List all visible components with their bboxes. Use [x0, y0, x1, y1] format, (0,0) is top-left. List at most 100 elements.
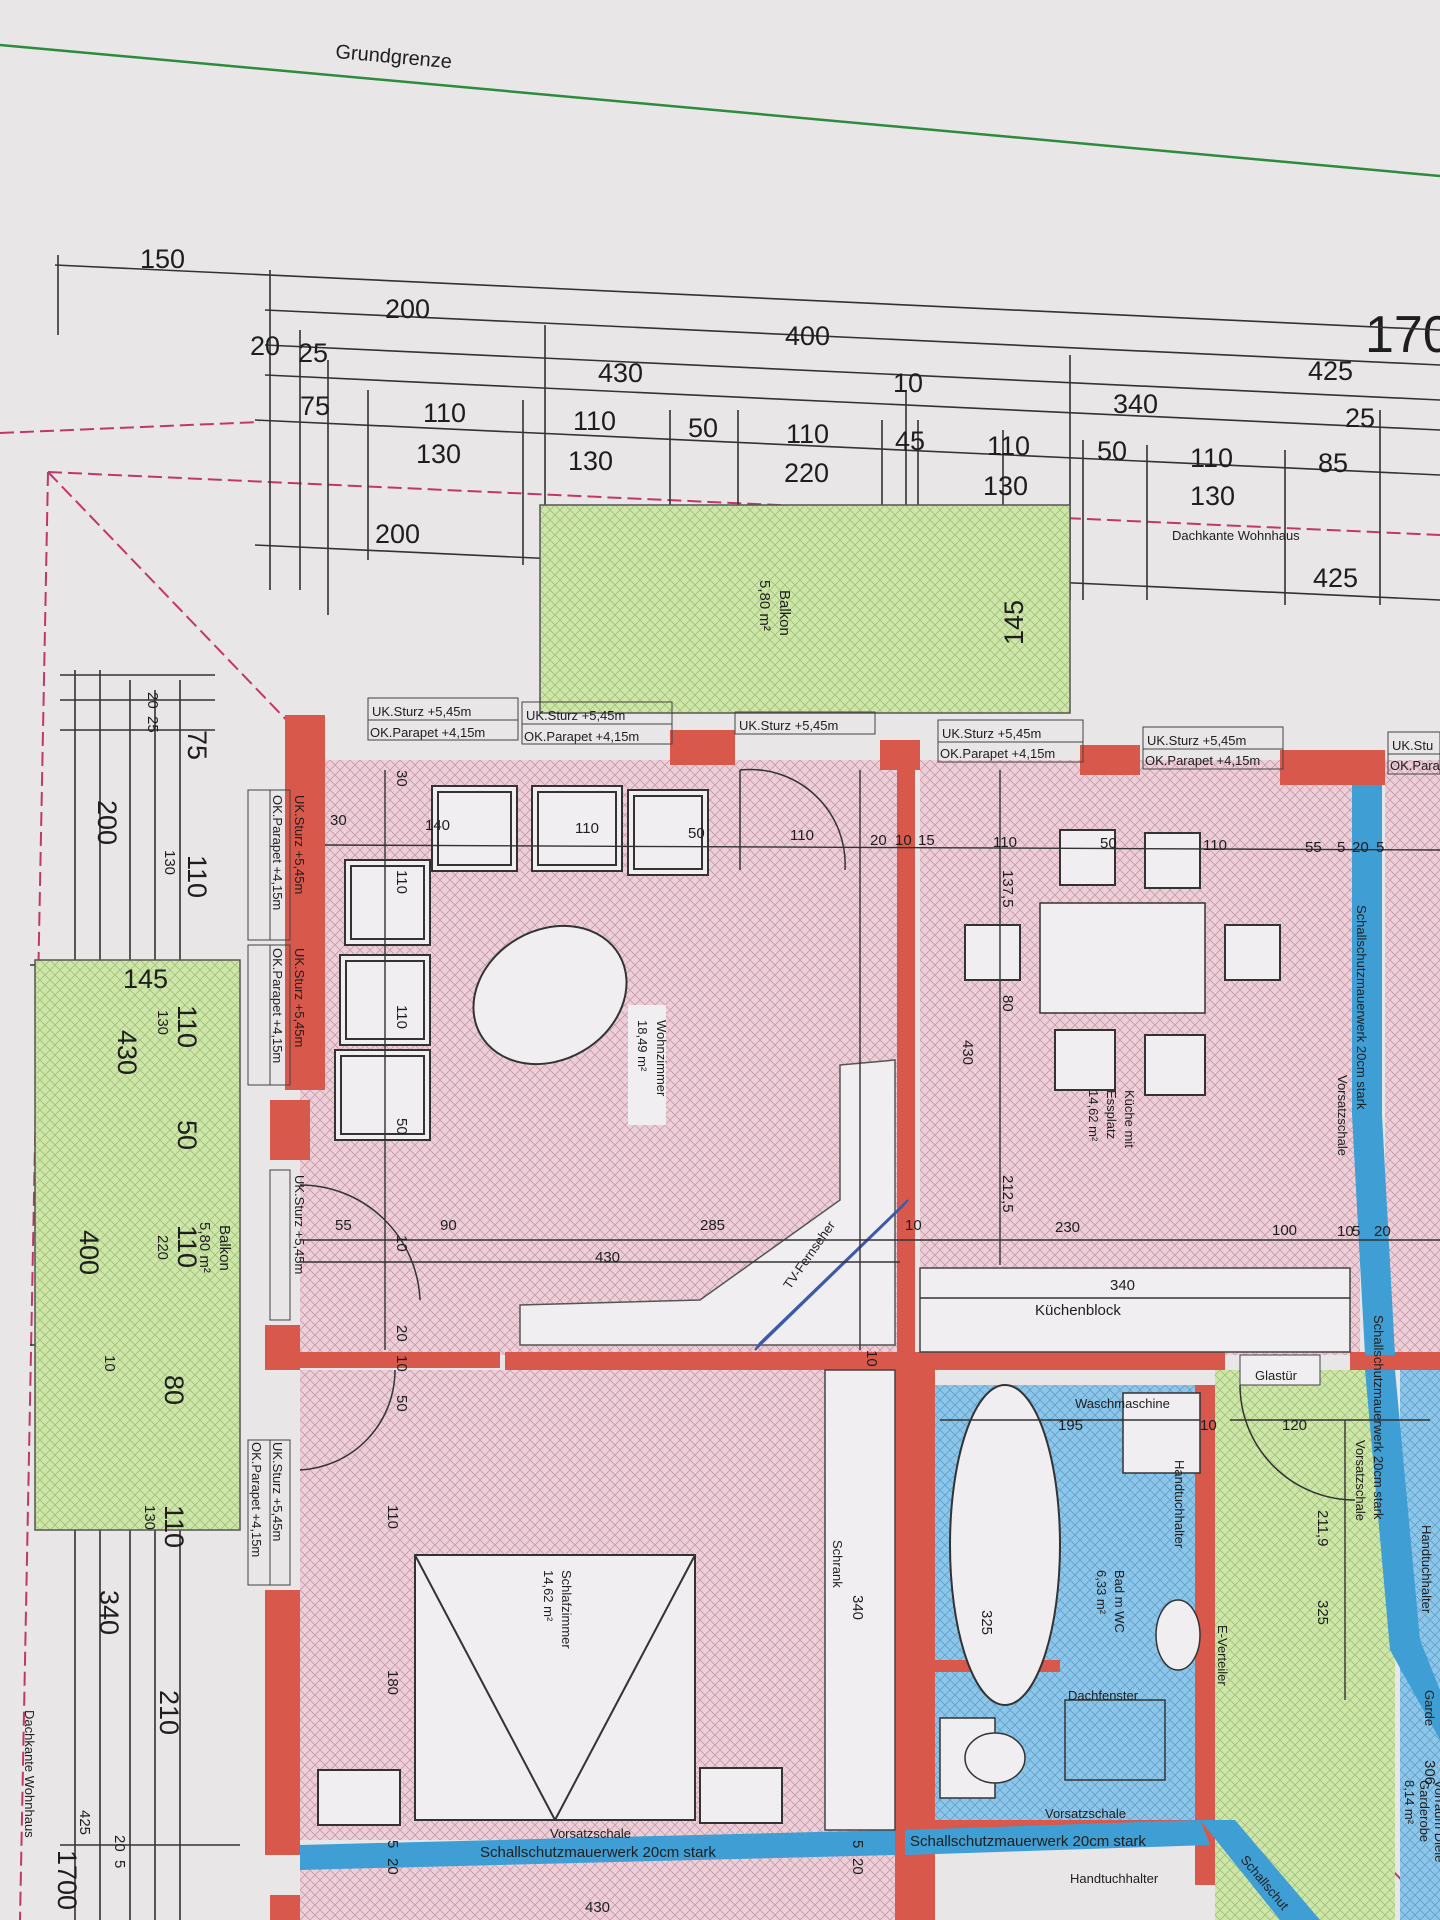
dim-left-110d: 110 — [159, 1505, 189, 1548]
kitchen-name-2: Essplatz — [1104, 1090, 1119, 1139]
bed — [414, 1554, 696, 1821]
lintel-top-2: UK.Sturz +5,45m — [526, 708, 625, 723]
dim-row6a-2: 110 — [573, 406, 616, 436]
dim-row6b-5: 130 — [1190, 481, 1235, 511]
dim-int-20a: 20 — [870, 832, 887, 849]
washbasin — [1155, 1599, 1201, 1671]
dim-left-210: 210 — [154, 1690, 184, 1735]
dim-left-20: 20 — [144, 692, 161, 709]
wardrobe-label: Schrank — [830, 1540, 845, 1588]
living-room-label-box — [628, 1005, 666, 1125]
property-line — [0, 43, 1440, 178]
dim-int-110c: 110 — [993, 834, 1017, 851]
dim-low-2119: 211,9 — [1314, 1510, 1331, 1546]
lining-wall-label-kitchen: Vorsatzschale — [1335, 1075, 1350, 1156]
dim-top-150: 150 — [140, 244, 185, 274]
lintel-top-5: UK.Sturz +5,45m — [1147, 733, 1246, 748]
dim-left-430: 430 — [112, 1030, 142, 1075]
dim-row6b-1: 130 — [416, 439, 461, 469]
dim-int-430a: 430 — [595, 1249, 620, 1266]
lintel-boxes-left — [247, 789, 291, 1586]
dim-low-340: 340 — [849, 1595, 866, 1620]
garderobe-cut-label: Garde — [1422, 1690, 1437, 1726]
dim-int-15: 15 — [918, 832, 935, 849]
dim-top-25: 25 — [298, 338, 328, 368]
bedroom-door-swing — [299, 1369, 396, 1471]
parapet-top-4: OK.Parapet +4,15m — [940, 746, 1055, 761]
dim-low-10: 10 — [1200, 1417, 1217, 1434]
dim-top-200: 200 — [385, 294, 430, 324]
toilet-bowl — [964, 1732, 1026, 1784]
sound-wall-label-vertical: Schallschutzmauerwerk 20cm stark — [1354, 905, 1369, 1110]
lintel-left-1: UK.Sturz +5,45m — [292, 795, 307, 894]
dim-low-20a: 20 — [384, 1858, 401, 1875]
dim-left-130a: 130 — [161, 850, 178, 875]
lintel-top-4: UK.Sturz +5,45m — [942, 726, 1041, 741]
dim-low-20b: 20 — [849, 1858, 866, 1875]
dim-top-430: 430 — [598, 358, 643, 388]
dim-left-75: 75 — [182, 730, 212, 760]
dim-kit-1375: 137,5 — [999, 870, 1016, 908]
washing-machine — [1122, 1392, 1201, 1474]
sound-wall-label-bottom-left: Schallschutzmauerwerk 20cm stark — [480, 1844, 716, 1861]
dim-top-20: 20 — [250, 331, 280, 361]
dim-kit-430: 430 — [959, 1040, 976, 1065]
overall-width-label: 1700 — [1365, 306, 1440, 364]
kitchen-block-label: Küchenblock — [1035, 1302, 1121, 1319]
bath-area-value: 6,33 m² — [1094, 1570, 1109, 1615]
balcony-top — [539, 504, 1071, 714]
dim-low-325a: 325 — [978, 1610, 995, 1635]
dim-left-130b: 130 — [154, 1010, 171, 1035]
sound-insulation-walls — [300, 785, 1440, 1920]
dim-int-col-20: 20 — [393, 1325, 410, 1342]
dim-left-340: 340 — [94, 1590, 124, 1635]
balcony-top-name: Balkon — [776, 590, 793, 636]
dim-int-col-50b: 50 — [393, 1395, 410, 1412]
kitchen-area-right — [1385, 760, 1440, 1355]
parapet-top-6: OK.Para — [1390, 758, 1440, 773]
dim-int-col-10b: 10 — [393, 1355, 410, 1372]
dim-top-425: 425 — [1308, 356, 1353, 386]
dim-low-325b: 325 — [1314, 1600, 1331, 1625]
lintel-top-1: UK.Sturz +5,45m — [372, 704, 471, 719]
dim-left-5: 5 — [111, 1860, 128, 1868]
parapet-top-2: OK.Parapet +4,15m — [524, 729, 639, 744]
bath-name: Bad m WC — [1112, 1570, 1127, 1633]
dim-row7-425: 425 — [1313, 563, 1358, 593]
dim-low-180: 180 — [384, 1670, 401, 1695]
coffee-table — [472, 924, 628, 1066]
dim-left-80: 80 — [159, 1375, 189, 1405]
parapet-left-2: OK.Parapet +4,15m — [270, 948, 285, 1063]
interior-walls — [300, 770, 1440, 1920]
dim-left-400: 400 — [74, 1230, 104, 1275]
dim-left-145: 145 — [123, 964, 168, 994]
distribution-board-label: E-Verteiler — [1215, 1625, 1230, 1686]
dim-low-195: 195 — [1058, 1417, 1083, 1434]
dim-int-55: 55 — [1305, 839, 1322, 856]
eave-label-left: Dachkante Wohnhaus — [22, 1710, 37, 1838]
dim-int-50b: 50 — [1100, 835, 1117, 852]
kitchen-area — [920, 760, 1360, 1355]
dim-row6b-4: 130 — [983, 471, 1028, 501]
dim-int-55-b: 55 — [335, 1217, 352, 1234]
living-room-area-value: 18,49 m² — [635, 1020, 650, 1072]
tv-cabinet — [519, 1059, 896, 1346]
eave-label-top: Dachkante Wohnhaus — [1172, 528, 1300, 543]
interior-dimension-lines — [300, 770, 1440, 1700]
lining-wall-label-bedroom: Vorsatzschale — [550, 1826, 631, 1841]
bedroom-name: Schlafzimmer — [559, 1570, 574, 1649]
parapet-left-4: OK.Parapet +4,15m — [249, 1442, 264, 1557]
kitchen-area-value: 14,62 m² — [1086, 1090, 1101, 1142]
dim-int-5b: 5 — [1376, 839, 1384, 856]
dim-int-285: 285 — [700, 1217, 725, 1234]
bathtub — [949, 1384, 1061, 1706]
dim-int-110b: 110 — [790, 827, 814, 844]
dining-chairs — [964, 829, 1281, 1096]
dim-row7-200: 200 — [375, 519, 420, 549]
overall-height-label: 1700 — [52, 1850, 82, 1910]
dim-306: 306 — [1421, 1760, 1438, 1785]
dim-int-5a: 5 — [1337, 839, 1345, 856]
dim-row6b-6: 85 — [1318, 448, 1348, 478]
dim-int-90: 90 — [440, 1217, 457, 1234]
